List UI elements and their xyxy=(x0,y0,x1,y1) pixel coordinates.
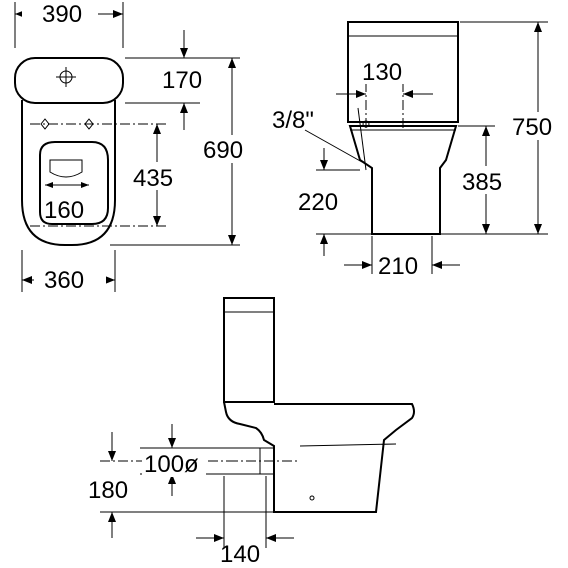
dim-outlet-height: 180 xyxy=(88,477,128,504)
fixing-point-left xyxy=(40,118,50,130)
dim-seat-height: 385 xyxy=(462,169,502,196)
dim-width-top: 390 xyxy=(42,1,82,28)
seat-inner-outline xyxy=(39,141,109,225)
dim-inlet-height: 220 xyxy=(298,189,338,216)
dim-inlet-offset: 130 xyxy=(362,59,402,86)
fixing-point-right xyxy=(84,118,94,130)
tank-outline-front xyxy=(347,21,459,123)
dim-inlet-size: 3/8" xyxy=(272,107,314,134)
tank-outline-side xyxy=(223,297,275,403)
bowl-outline-side xyxy=(223,401,415,513)
side-profile-view: 100ø 180 140 xyxy=(84,297,415,568)
bowl-outline-plan xyxy=(21,100,116,246)
dim-fixing-spacing: 435 xyxy=(133,165,173,192)
dim-fixing-width: 160 xyxy=(44,197,84,224)
top-view: 390 170 435 690 160 360 xyxy=(14,1,252,294)
pedestal-outline-front xyxy=(348,125,458,235)
dim-width-bottom: 360 xyxy=(44,267,84,294)
dim-tank-depth: 170 xyxy=(162,67,202,94)
dim-overall-height: 750 xyxy=(512,114,552,141)
dim-outlet-diameter: 100ø xyxy=(144,451,199,478)
dim-base-width: 210 xyxy=(378,253,418,280)
front-view: 130 3/8" 750 385 220 210 xyxy=(272,21,562,280)
seat-cutout xyxy=(49,159,83,178)
dim-outlet-offset: 140 xyxy=(220,541,260,568)
tank-outline-plan xyxy=(14,57,124,104)
dim-overall-depth: 690 xyxy=(203,137,243,164)
